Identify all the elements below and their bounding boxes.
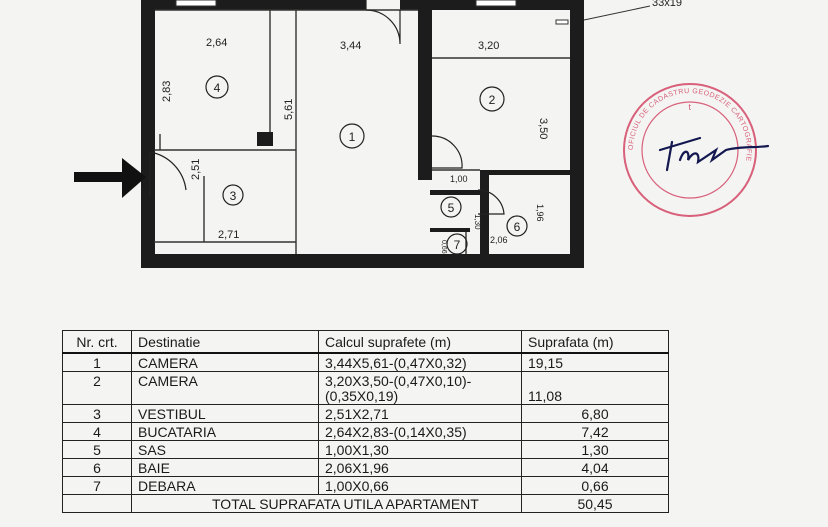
row-calcul: 1,00X0,66	[318, 476, 522, 495]
stamp-center-text: t	[688, 102, 691, 112]
signature	[658, 136, 770, 172]
room-numbers: 4 1 2 3 5 6 7	[214, 81, 521, 252]
table-header-row: Nr. crt. Destinatie Calcul suprafete (m)…	[62, 330, 669, 354]
room-6-number: 6	[514, 220, 521, 234]
dimension-labels: 2,64 3,44 3,20 2,83 5,61 3,50 2,51 2,71 …	[161, 37, 549, 254]
row-suprafata: 0,66	[521, 476, 669, 495]
row-suprafata: 19,15	[521, 352, 669, 372]
header-suprafata: Suprafata (m)	[521, 330, 669, 354]
row-nr: 3	[62, 404, 132, 423]
windows	[175, 0, 569, 25]
row-destinatie: SAS	[131, 440, 319, 459]
dim-3-50: 3,50	[537, 118, 549, 139]
room-4-number: 4	[214, 81, 221, 95]
floor-plan: 4 1 2 3 5 6 7 2,64 3,44 3,20 2,83 5,61 3…	[74, 0, 770, 268]
row-nr: 1	[62, 352, 132, 372]
dim-2-06: 2,06	[490, 235, 508, 245]
header-nr: Nr. crt.	[62, 330, 132, 354]
row-calcul: 3,20X3,50-(0,47X0,10)-(0,35X0,19)	[318, 371, 522, 405]
dim-1-96: 1,96	[535, 204, 545, 222]
row-calcul-line2: (0,35X0,19)	[325, 388, 399, 404]
table-row: 3 VESTIBUL 2,51X2,71 6,80	[62, 404, 669, 423]
table-row: 4 BUCATARIA 2,64X2,83-(0,14X0,35) 7,42	[62, 422, 669, 441]
row-destinatie: VESTIBUL	[131, 404, 319, 423]
row-calcul: 3,44X5,61-(0,47X0,32)	[318, 352, 522, 372]
table-row: 5 SAS 1,00X1,30 1,30	[62, 440, 669, 459]
total-empty-cell	[62, 494, 132, 513]
row-suprafata: 4,04	[521, 458, 669, 477]
row-nr: 6	[62, 458, 132, 477]
table-row: 7 DEBARA 1,00X0,66 0,66	[62, 476, 669, 495]
room-2-number: 2	[489, 93, 496, 107]
cadastre-stamp: OFICIUL DE CADASTRU GEODEZIE CARTOGRAFIE…	[623, 83, 757, 217]
row-suprafata: 7,42	[521, 422, 669, 441]
row-destinatie: BUCATARIA	[131, 422, 319, 441]
dim-1-30: 1,30	[473, 214, 482, 230]
row-destinatie: CAMERA	[131, 352, 319, 372]
row-suprafata: 11,08	[521, 371, 669, 405]
dim-1-00: 1,00	[450, 174, 468, 184]
total-value: 50,45	[521, 494, 669, 513]
row-destinatie: CAMERA	[131, 371, 319, 405]
row-calcul-line1: 3,20X3,50-(0,47X0,10)-	[325, 373, 472, 389]
room-5-number: 5	[448, 201, 455, 215]
top-right-annotation: 33x19	[583, 0, 682, 21]
room-3-number: 3	[230, 189, 237, 203]
room-7-number: 7	[454, 238, 461, 252]
row-destinatie: DEBARA	[131, 476, 319, 495]
dim-0-66: 0,66	[440, 240, 447, 254]
dim-2-83: 2,83	[161, 81, 173, 102]
row-nr: 5	[62, 440, 132, 459]
dim-2-51: 2,51	[190, 159, 202, 180]
room-markers	[205, 75, 528, 255]
row-suprafata: 1,30	[521, 440, 669, 459]
dim-3-20: 3,20	[478, 40, 499, 52]
dim-2-71: 2,71	[218, 229, 239, 241]
table-row: 6 BAIE 2,06X1,96 4,04	[62, 458, 669, 477]
dim-5-61: 5,61	[283, 99, 295, 120]
row-destinatie: BAIE	[131, 458, 319, 477]
room-1-number: 1	[349, 130, 356, 144]
row-nr: 7	[62, 476, 132, 495]
dim-3-44: 3,44	[340, 40, 361, 52]
surface-table: Nr. crt. Destinatie Calcul suprafete (m)…	[62, 330, 669, 513]
table-row: 2 CAMERA 3,20X3,50-(0,47X0,10)-(0,35X0,1…	[62, 371, 669, 405]
table-row: 1 CAMERA 3,44X5,61-(0,47X0,32) 19,15	[62, 352, 669, 372]
header-calcul: Calcul suprafete (m)	[318, 330, 522, 354]
row-calcul: 2,64X2,83-(0,14X0,35)	[318, 422, 522, 441]
row-calcul: 2,06X1,96	[318, 458, 522, 477]
row-nr: 4	[62, 422, 132, 441]
entrance-arrow	[74, 158, 146, 198]
total-label: TOTAL SUPRAFATA UTILA APARTAMENT	[131, 494, 522, 513]
row-suprafata: 6,80	[521, 404, 669, 423]
partitions	[154, 9, 570, 254]
table-total-row: TOTAL SUPRAFATA UTILA APARTAMENT 50,45	[62, 494, 669, 513]
header-destinatie: Destinatie	[131, 330, 319, 354]
top-right-label: 33x19	[652, 0, 682, 9]
row-nr: 2	[62, 371, 132, 405]
row-calcul: 1,00X1,30	[318, 440, 522, 459]
dim-2-64: 2,64	[206, 37, 227, 49]
row-calcul: 2,51X2,71	[318, 404, 522, 423]
door-arcs	[149, 0, 505, 215]
